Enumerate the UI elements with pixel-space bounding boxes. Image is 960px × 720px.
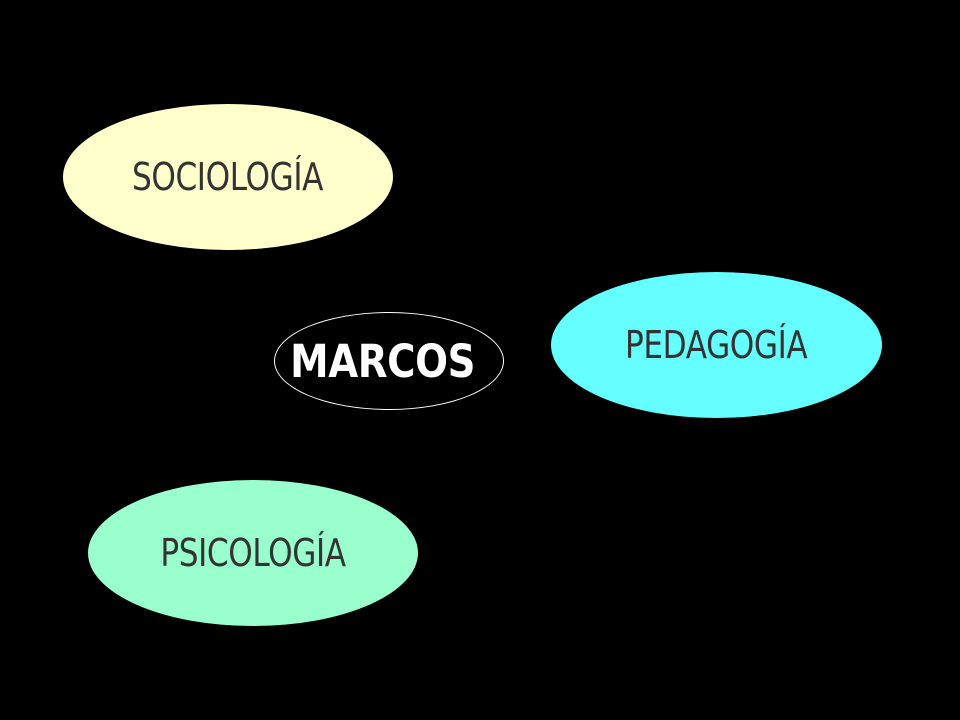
sociologia-node: SOCIOLOGÍA [63, 104, 393, 250]
pedagogia-label: PEDAGOGÍA [625, 323, 808, 367]
psicologia-node: PSICOLOGÍA [88, 480, 418, 626]
marcos-node: MARCOS [274, 312, 504, 410]
sociologia-label: SOCIOLOGÍA [132, 155, 324, 199]
psicologia-label: PSICOLOGÍA [160, 531, 346, 575]
marcos-label: MARCOS [289, 334, 475, 388]
pedagogia-node: PEDAGOGÍA [551, 272, 882, 418]
